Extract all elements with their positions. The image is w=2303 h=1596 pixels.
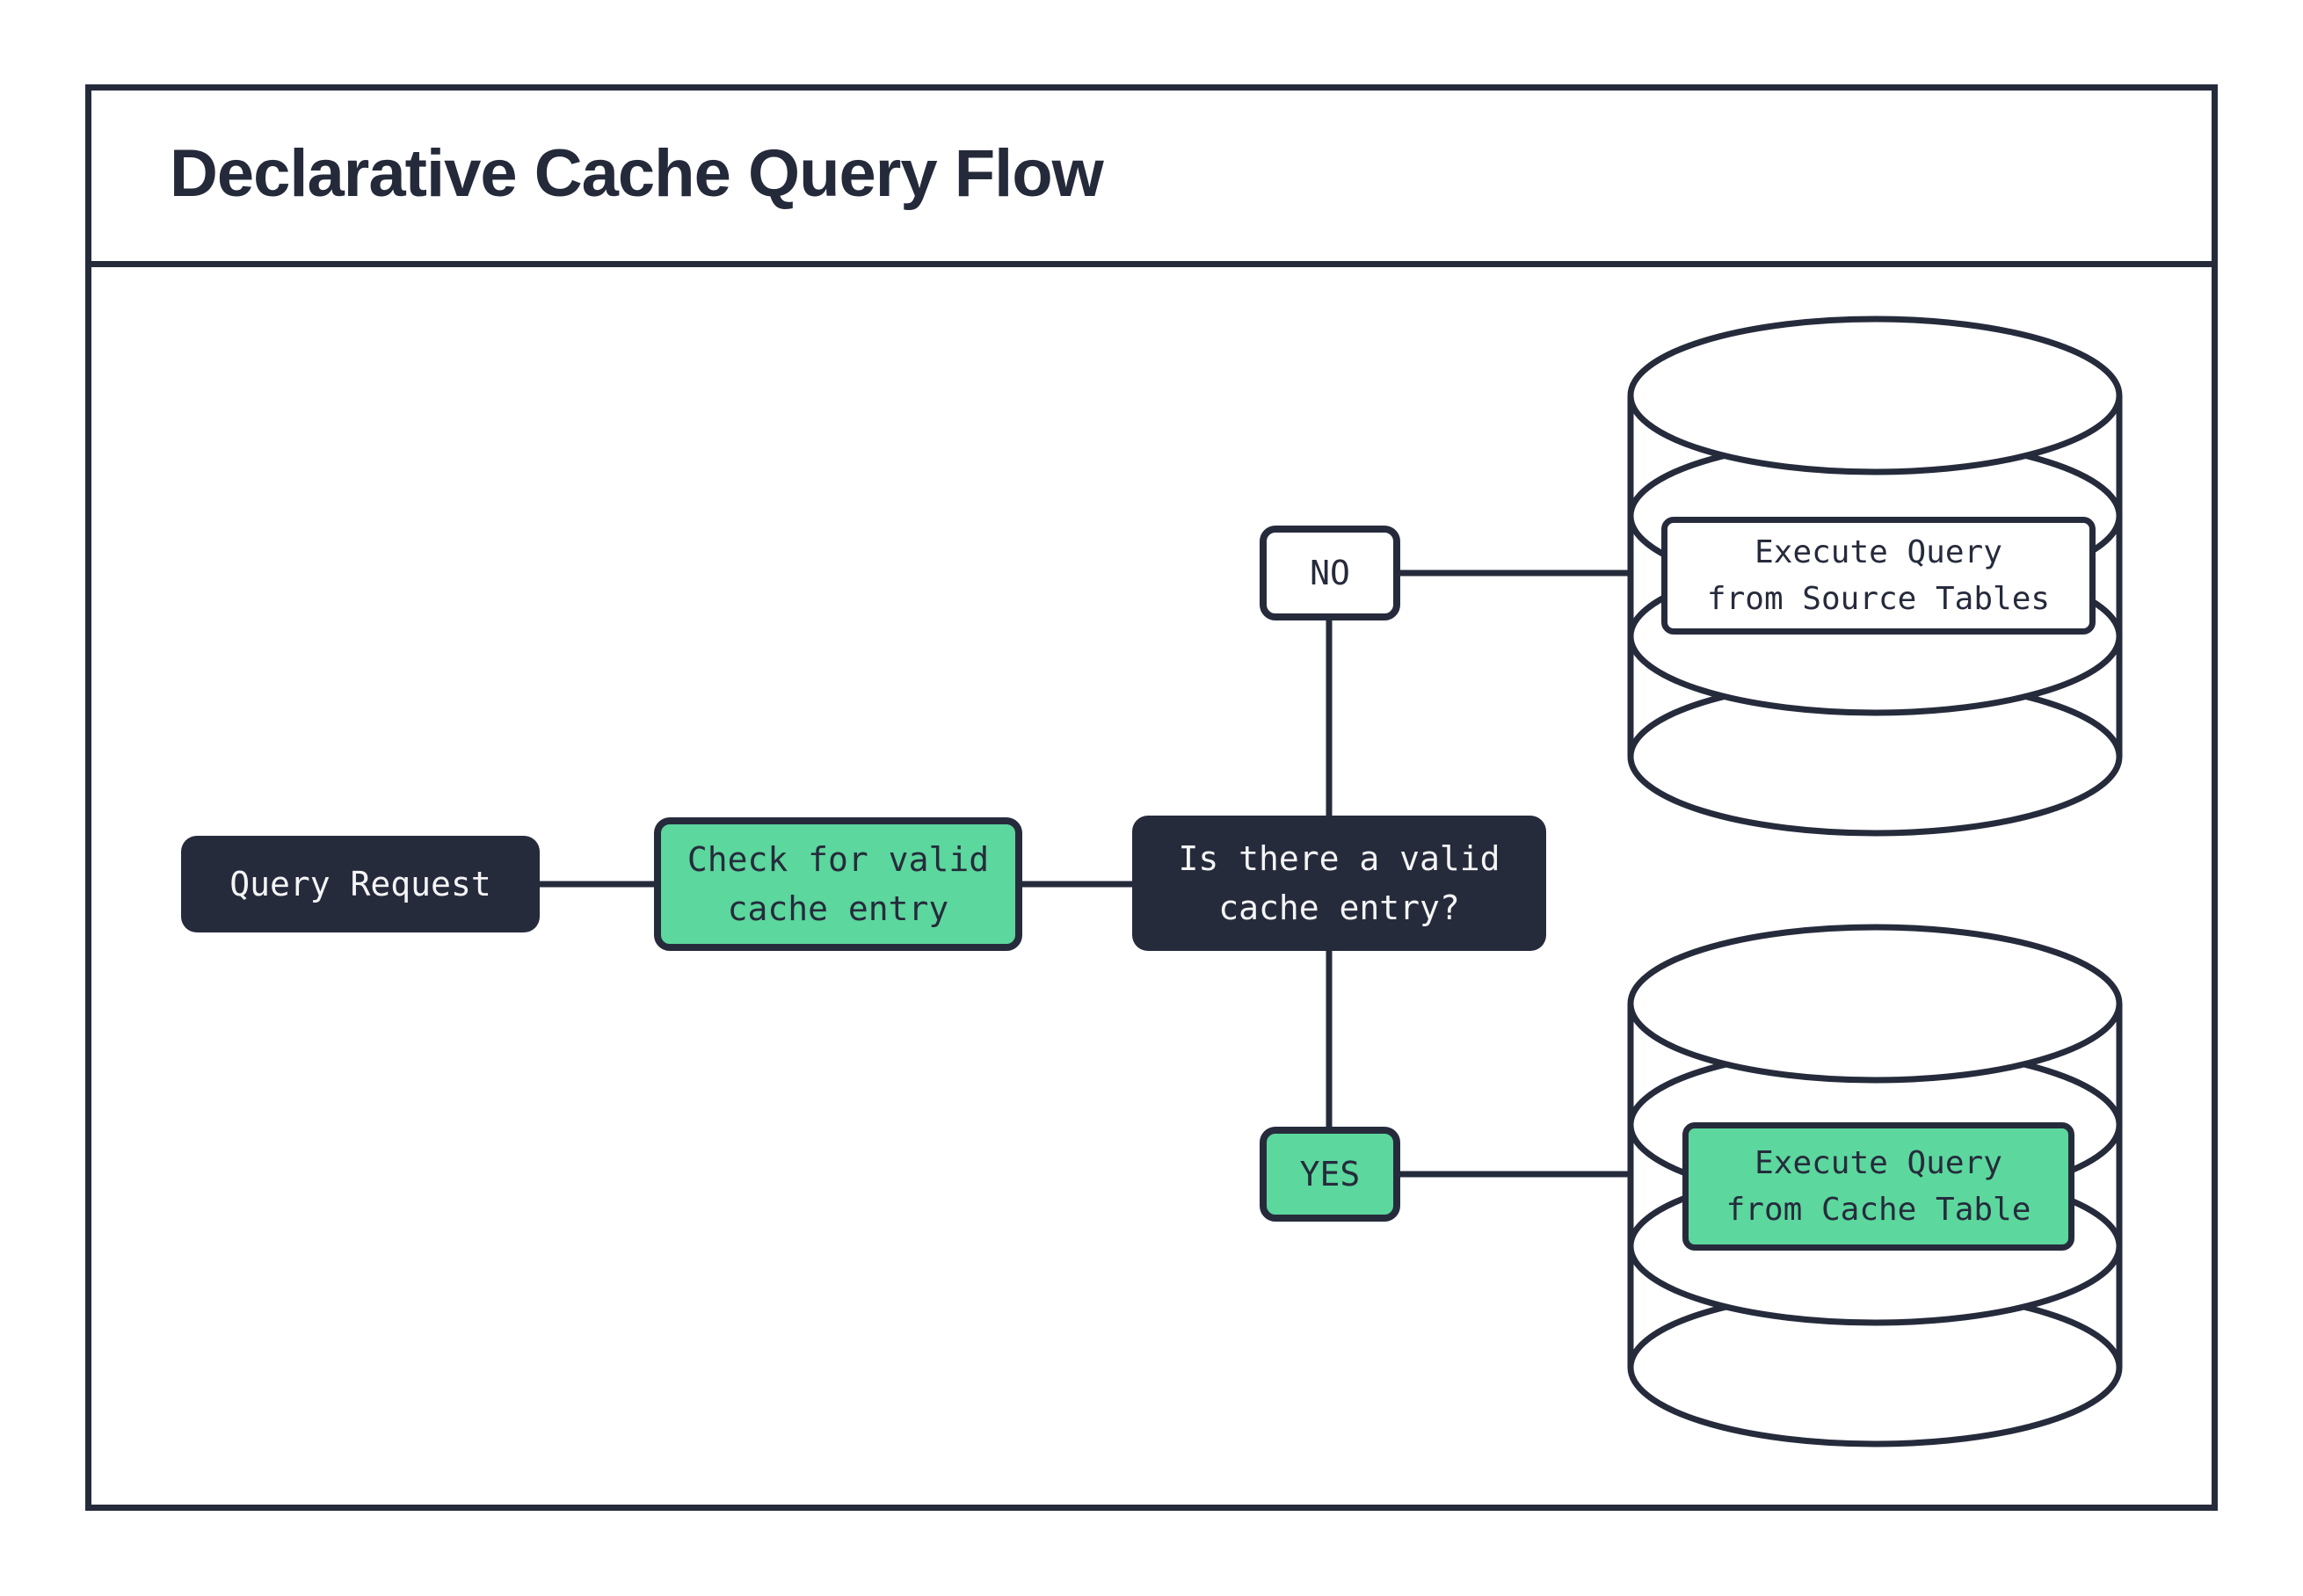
branch-no-text: NO	[1310, 554, 1350, 592]
node-check-cache-line2: cache entry	[727, 889, 949, 928]
cache-db-line2: from Cache Table	[1725, 1192, 2031, 1228]
branch-yes-text: YES	[1299, 1155, 1361, 1193]
diagram-title: Declarative Cache Query Flow	[170, 136, 1104, 211]
node-query-request-label: Query Request	[229, 865, 491, 903]
connectors	[540, 569, 1633, 1178]
source-db-line1: Execute Query	[1754, 534, 2002, 570]
node-query-request: Query Request	[181, 836, 540, 932]
node-check-cache-entry: Check for valid cache entry	[654, 817, 1022, 951]
node-check-cache-line1: Check for valid	[687, 840, 990, 879]
header-divider	[85, 261, 2218, 267]
branch-label-yes: YES	[1260, 1127, 1400, 1222]
cache-db-line1: Execute Query	[1754, 1145, 2002, 1181]
node-valid-cache-decision: Is there a valid cache entry?	[1132, 816, 1546, 951]
node-decision-line1: Is there a valid	[1178, 839, 1500, 878]
diagram-frame	[85, 84, 2218, 1511]
cylinder-top-disk	[1627, 316, 2123, 475]
node-execute-query-source-tables: Execute Query from Source Tables	[1661, 517, 2096, 635]
branch-label-no: NO	[1260, 526, 1400, 620]
source-db-line2: from Source Tables	[1706, 581, 2051, 617]
cylinder-top-disk	[1627, 924, 2123, 1084]
node-execute-query-cache-table: Execute Query from Cache Table	[1682, 1122, 2074, 1251]
node-decision-line2: cache entry?	[1218, 889, 1460, 927]
